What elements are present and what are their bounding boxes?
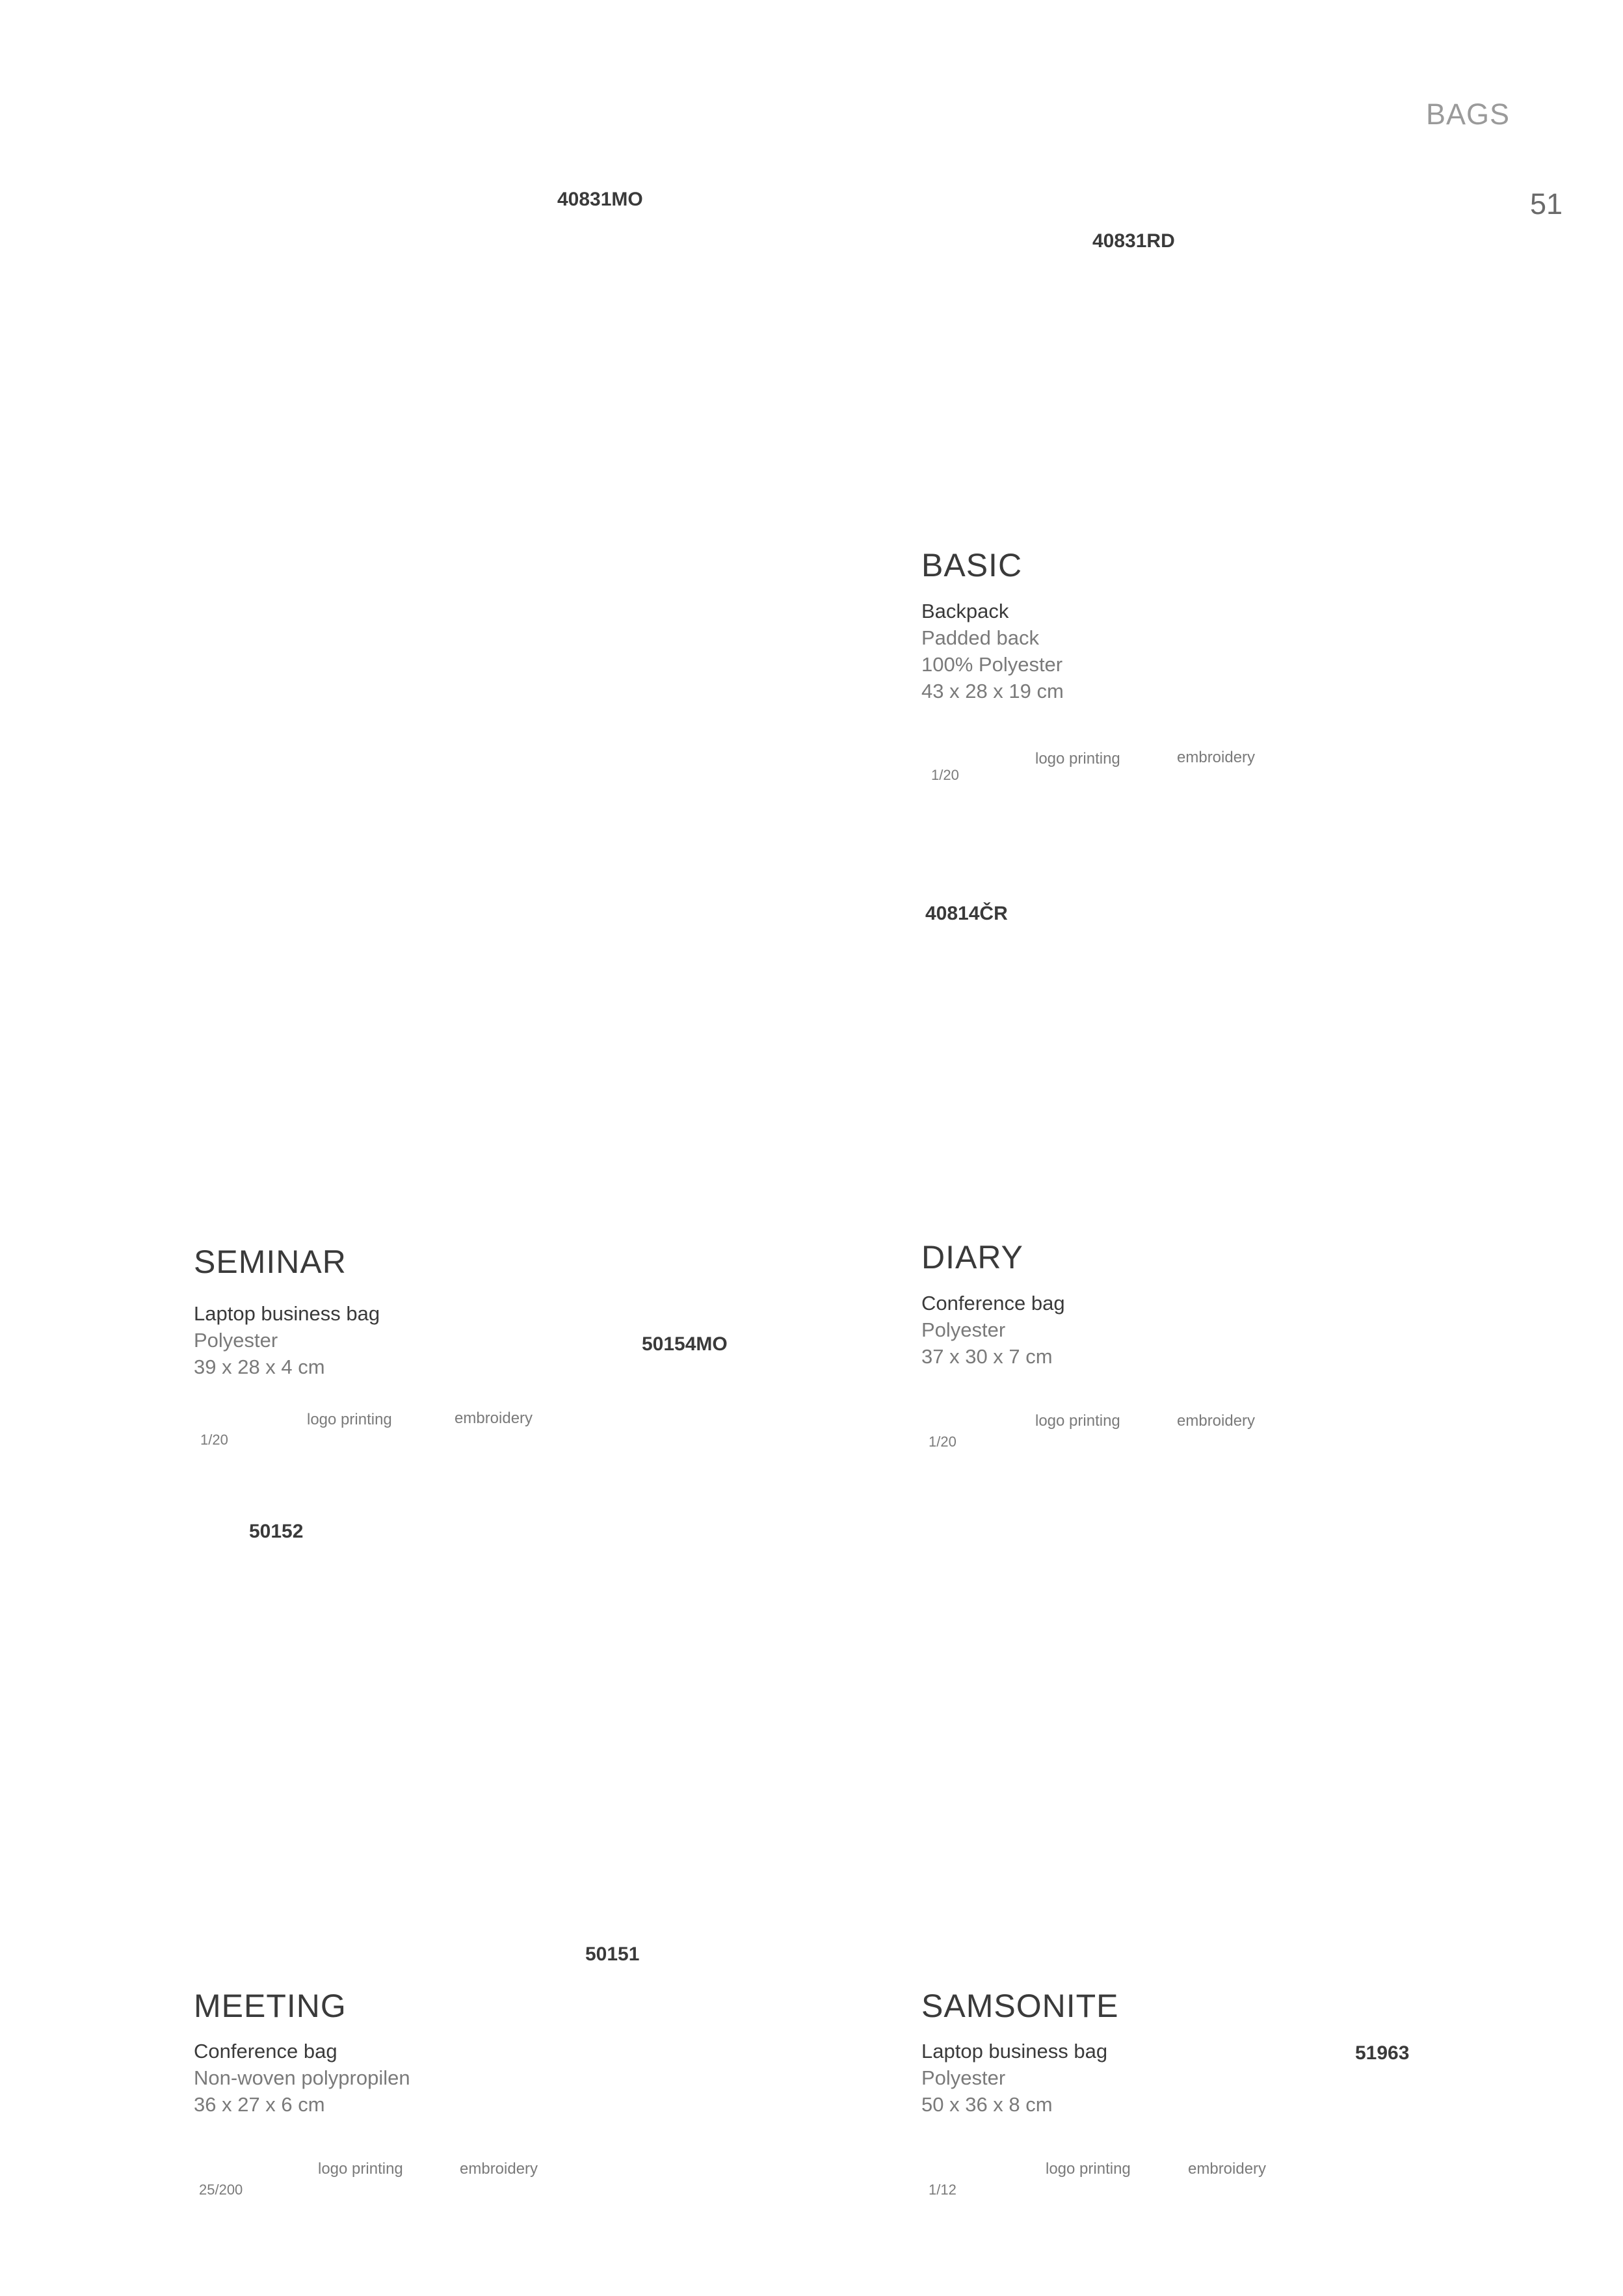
- product-detail: 100% Polyester: [921, 653, 1063, 676]
- logo-printing-label: logo printing: [307, 1411, 392, 1428]
- packaging-quantity: 1/20: [200, 1432, 228, 1448]
- embroidery-label: embroidery: [460, 2160, 538, 2178]
- product-detail: Polyester: [921, 1318, 1006, 1341]
- page-number: 51: [1530, 187, 1563, 220]
- product-info-samsonite: Laptop business bag Polyester 50 x 36 x …: [921, 2038, 1107, 2118]
- product-detail: 43 x 28 x 19 cm: [921, 680, 1064, 702]
- product-detail: Polyester: [921, 2066, 1006, 2089]
- product-type: Conference bag: [921, 1292, 1065, 1315]
- product-code-50154mo: 50154MO: [642, 1333, 728, 1355]
- product-type: Laptop business bag: [921, 2040, 1108, 2062]
- embroidery-label: embroidery: [1188, 2160, 1267, 2178]
- embroidery-label: embroidery: [1177, 749, 1256, 766]
- product-code-50151: 50151: [585, 1943, 640, 1965]
- product-type: Laptop business bag: [194, 1302, 380, 1325]
- logo-printing-label: logo printing: [1035, 1412, 1120, 1430]
- product-detail: 50 x 36 x 8 cm: [921, 2093, 1053, 2116]
- section-title: BAGS: [1426, 98, 1511, 131]
- product-type: Backpack: [921, 600, 1009, 622]
- packaging-quantity: 1/20: [929, 1434, 957, 1450]
- product-code-50152: 50152: [249, 1521, 304, 1542]
- packaging-quantity: 1/12: [929, 2182, 957, 2198]
- product-code-40814cr: 40814ČR: [925, 903, 1008, 924]
- embroidery-label: embroidery: [1177, 1412, 1256, 1430]
- product-code-51963: 51963: [1355, 2042, 1410, 2064]
- product-detail: 36 x 27 x 6 cm: [194, 2093, 325, 2116]
- product-detail: Padded back: [921, 626, 1039, 649]
- product-info-meeting: Conference bag Non-woven polypropilen 36…: [194, 2038, 410, 2118]
- product-detail: 39 x 28 x 4 cm: [194, 1355, 325, 1378]
- product-info-diary: Conference bag Polyester 37 x 30 x 7 cm: [921, 1290, 1065, 1370]
- logo-printing-label: logo printing: [1035, 750, 1120, 768]
- product-type: Conference bag: [194, 2040, 337, 2062]
- product-detail: Non-woven polypropilen: [194, 2066, 410, 2089]
- product-detail: Polyester: [194, 1329, 278, 1352]
- product-name-samsonite: SAMSONITE: [921, 1988, 1119, 2024]
- product-info-basic: Backpack Padded back 100% Polyester 43 x…: [921, 598, 1064, 704]
- product-info-seminar: Laptop business bag Polyester 39 x 28 x …: [194, 1300, 380, 1380]
- product-code-40831mo: 40831MO: [557, 189, 643, 210]
- packaging-quantity: 25/200: [199, 2182, 243, 2198]
- product-name-meeting: MEETING: [194, 1988, 347, 2024]
- product-name-seminar: SEMINAR: [194, 1244, 347, 1280]
- logo-printing-label: logo printing: [318, 2160, 403, 2178]
- logo-printing-label: logo printing: [1046, 2160, 1131, 2178]
- product-name-basic: BASIC: [921, 547, 1023, 583]
- product-code-40831rd: 40831RD: [1092, 230, 1175, 252]
- embroidery-label: embroidery: [455, 1409, 533, 1427]
- product-detail: 37 x 30 x 7 cm: [921, 1345, 1053, 1368]
- packaging-quantity: 1/20: [931, 767, 959, 783]
- product-name-diary: DIARY: [921, 1239, 1023, 1275]
